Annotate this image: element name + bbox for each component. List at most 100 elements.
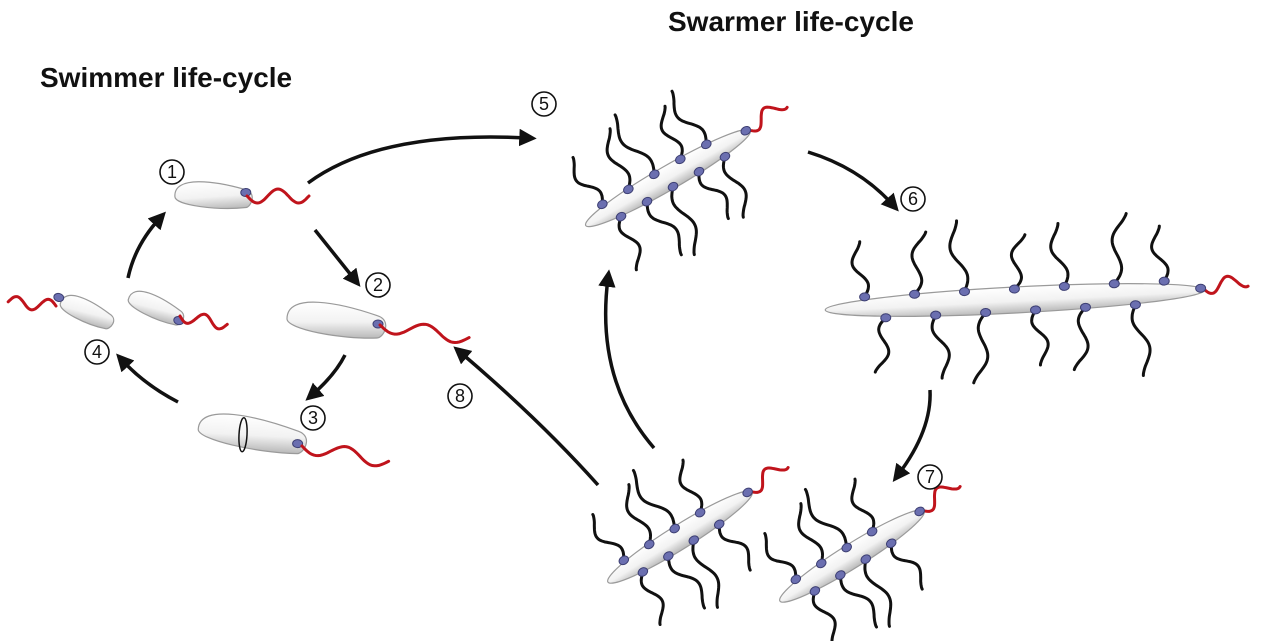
step-circle xyxy=(917,464,943,490)
daughter-cell-left xyxy=(53,292,115,330)
lateral-flagellum xyxy=(691,538,721,609)
flagellar-motor xyxy=(866,526,878,537)
lateral-flagellum xyxy=(1072,305,1090,372)
flagellar-motor xyxy=(835,570,846,580)
lateral-flagellum xyxy=(1030,308,1050,367)
step-number: 8 xyxy=(455,386,465,406)
flagellar-motor xyxy=(701,139,712,150)
flagellar-motor xyxy=(641,196,653,207)
step-number: 6 xyxy=(908,189,918,209)
cells-layer xyxy=(6,89,1250,641)
arrow-7-to-8 xyxy=(453,346,600,487)
flagellar-motor xyxy=(675,154,686,165)
polar-flagellum xyxy=(746,105,789,133)
flagellar-motor xyxy=(841,542,852,553)
polar-flagellum xyxy=(919,485,962,513)
flagellar-motor xyxy=(637,567,649,577)
flagellar-motor xyxy=(1058,281,1070,291)
flagellar-motor xyxy=(909,289,921,299)
step-label-6: 6 xyxy=(900,186,926,212)
flagellar-motor xyxy=(958,287,970,297)
lateral-flagellum xyxy=(605,127,632,191)
cell-body xyxy=(59,294,115,330)
swarmer-cell-7a xyxy=(591,458,790,627)
division-septum xyxy=(238,417,248,453)
lateral-flagellum xyxy=(850,477,876,534)
swimmer-cell-2 xyxy=(286,301,387,339)
arrow-2-to-3 xyxy=(305,354,347,401)
step-circle xyxy=(84,339,110,365)
polar-flagellum-2 xyxy=(378,322,471,344)
flagellar-motor xyxy=(1008,284,1020,294)
lateral-flagellum xyxy=(697,170,730,221)
flagellar-motor xyxy=(1079,302,1091,312)
lateral-flagellum xyxy=(659,104,684,161)
lateral-flagellum xyxy=(972,311,990,385)
lateral-flagellum xyxy=(617,215,642,272)
swimmer-lifecycle-title: Swimmer life-cycle xyxy=(40,62,293,93)
step-circle xyxy=(531,91,557,117)
step-label-1: 1 xyxy=(159,159,185,185)
flagellar-motor xyxy=(816,558,827,569)
lateral-flagellum xyxy=(670,89,708,146)
flagellar-motor xyxy=(644,539,655,550)
step-label-2: 2 xyxy=(365,272,391,298)
lateral-flagellum xyxy=(863,557,893,628)
lateral-flagellum xyxy=(631,468,677,531)
flagellar-motor xyxy=(623,184,634,195)
polar-flagellum xyxy=(1201,274,1250,295)
flagellar-motor xyxy=(667,181,679,192)
step-label-8: 8 xyxy=(447,383,473,409)
swimmer-cell-1 xyxy=(174,181,253,210)
flagellar-motor xyxy=(663,551,674,561)
daughter-cell-right xyxy=(127,290,185,326)
polar-flagellum-1 xyxy=(245,187,311,205)
polar-flagellum-4b xyxy=(178,312,229,331)
lateral-flagellum xyxy=(678,458,704,515)
flagellar-motor xyxy=(885,538,897,549)
arrow-6-to-7 xyxy=(892,389,932,482)
arrow-3-to-4 xyxy=(116,353,179,404)
lateral-flagellum xyxy=(571,155,604,206)
swarmer-cell-7b xyxy=(763,477,962,641)
lateral-flagellum xyxy=(803,487,849,550)
flagellar-motor xyxy=(880,313,892,323)
flagellar-motor xyxy=(980,308,992,318)
lateral-flagellum xyxy=(1150,224,1170,283)
flagellar-motor xyxy=(693,166,705,177)
lateral-flagellum xyxy=(721,155,748,219)
flagellar-motor xyxy=(860,554,872,564)
step-label-3: 3 xyxy=(300,405,326,431)
flagellar-motor xyxy=(597,199,608,210)
step-number: 4 xyxy=(92,342,102,362)
lateral-flagellum xyxy=(1049,221,1070,288)
swarmer-cell-6 xyxy=(824,212,1250,385)
arrow-4-to-1 xyxy=(126,211,166,279)
polar-flagellum-3 xyxy=(300,444,391,468)
flagellar-motor xyxy=(930,310,942,320)
lateral-flagellum xyxy=(591,513,626,562)
lateral-flagellum xyxy=(763,532,798,581)
flagellar-motor xyxy=(859,292,871,302)
step-number: 3 xyxy=(308,408,318,428)
flagellar-motor xyxy=(53,292,65,303)
swimmer-cell-3-dividing xyxy=(197,413,308,455)
lateral-flagellum xyxy=(625,483,653,546)
arrow-1-to-5 xyxy=(306,128,537,185)
lateral-flagellum xyxy=(850,240,870,299)
flagellar-motor xyxy=(713,519,725,530)
lateral-flagellum xyxy=(666,554,706,610)
step-circle xyxy=(900,186,926,212)
lateral-flagellum xyxy=(639,570,665,627)
flagellar-motor xyxy=(790,574,802,585)
swarmer-cell-5 xyxy=(571,89,789,272)
lateral-flagellum xyxy=(889,541,924,591)
lateral-flagellum xyxy=(717,522,752,572)
step-circle xyxy=(159,159,185,185)
arrows-layer xyxy=(116,128,932,487)
lateral-flagellum xyxy=(811,589,837,641)
lateral-flagellum xyxy=(1130,303,1152,377)
lateral-flagellum xyxy=(1009,233,1027,291)
flagellar-motor xyxy=(1129,300,1141,310)
